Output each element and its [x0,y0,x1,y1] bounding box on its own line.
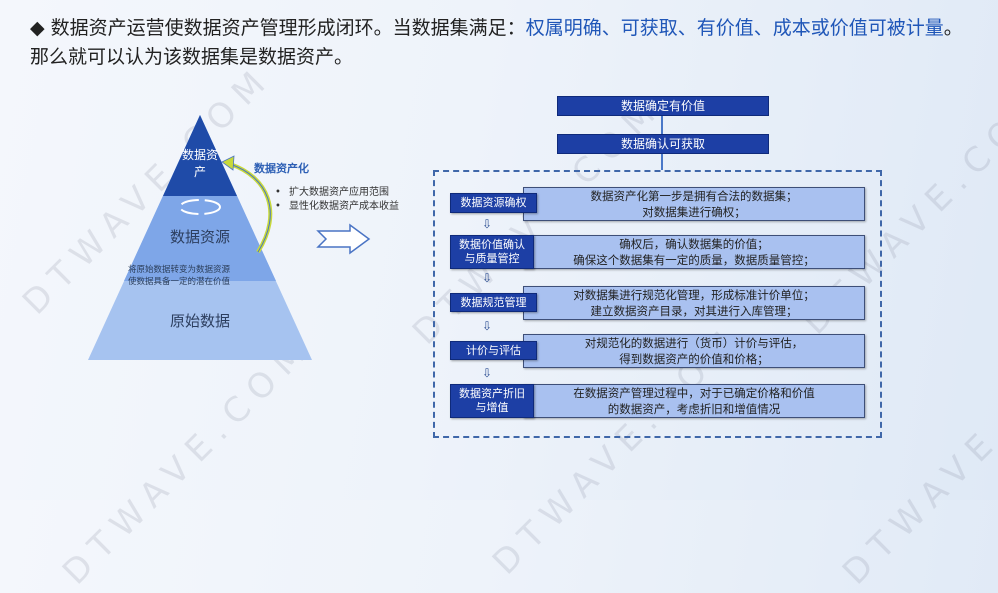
separator: 、 [601,17,621,39]
desc-line: 对数据集进行规范化管理，形成标准计价单位； [573,288,815,302]
flow-box-obtainable: 数据确认可获取 [557,134,769,154]
desc-line: 得到数据资产的价值和价格； [619,352,769,366]
flow-connector [661,116,663,134]
desc-line: 数据资产化第一步是拥有合法的数据集； [590,189,798,203]
step-value-quality: 数据价值确认与质量管控 [450,235,534,269]
right-arrow-icon [316,223,371,255]
desc-line: 对规范化的数据进行（货币）计价与评估， [584,336,804,350]
step-ownership: 数据资源确权 [450,193,537,213]
separator: 、 [677,17,697,39]
step-desc-1: 数据资产化第一步是拥有合法的数据集； 对数据集进行确权； [523,187,865,221]
assetization-bullet: 扩大数据资产应用范围 [289,187,389,198]
step-label: 数据资产折旧与增值 [459,387,525,414]
headline-text: 数据资产运营使数据资产管理形成闭环。当数据集满足： [50,17,526,39]
step-desc-4: 对规范化的数据进行（货币）计价与评估， 得到数据资产的价值和价格； [523,334,865,368]
flow-box-valuable: 数据确定有价值 [557,96,769,116]
assetization-label: 数据资产化 [254,162,309,175]
desc-line: 确权后，确认数据集的价值； [619,237,769,251]
pyramid-bullet: 将原始数据转变为数据资源 [128,265,231,275]
desc-line: 的数据资产，考虑折旧和增值情况 [607,402,781,416]
diamond-bullet-icon: ◆ [30,17,45,39]
step-pricing: 计价与评估 [450,341,537,360]
down-arrow-icon: ⇩ [482,217,493,231]
process-container [433,170,882,438]
step-desc-3: 对数据集进行规范化管理，形成标准计价单位； 建立数据资产目录，对其进行入库管理； [523,286,865,320]
assetization-bullet: 显性化数据资产成本收益 [289,201,399,212]
highlight-ownership: 权属明确 [525,17,602,39]
separator: 、 [753,17,773,39]
headline: ◆ 数据资产运营使数据资产管理形成闭环。当数据集满足：权属明确、可获取、有价值、… [30,14,970,72]
watermark: DTWAVE.COM [54,327,321,593]
step-standardization: 数据规范管理 [450,293,537,312]
pyramid-bottom-label: 原始数据 [169,312,230,330]
down-arrow-icon: ⇩ [482,366,493,380]
step-desc-2: 确权后，确认数据集的价值； 确保这个数据集有一定的质量，数据质量管控； [523,235,865,269]
assetization-bullets: •扩大数据资产应用范围 •显性化数据资产成本收益 [275,187,399,212]
highlight-valuable: 有价值 [696,17,754,39]
pyramid-top-label: 数据资产 [181,148,218,179]
pyramid-middle-bullets: 将原始数据转变为数据资源 使数据具备一定的潜在价值 [128,264,230,288]
highlight-obtainable: 可获取 [620,17,678,39]
flow-connector [661,154,663,170]
down-arrow-icon: ⇩ [482,271,493,285]
desc-line: 确保这个数据集有一定的质量，数据质量管控； [573,253,815,267]
desc-line: 建立数据资产目录，对其进行入库管理； [590,304,798,318]
desc-line: 在数据资产管理过程中，对于已确定价格和价值 [573,386,815,400]
step-label: 数据价值确认与质量管控 [459,238,525,265]
pyramid-middle-label: 数据资源 [169,228,230,246]
step-desc-5: 在数据资产管理过程中，对于已确定价格和价值 的数据资产，考虑折旧和增值情况 [523,384,865,418]
pyramid-diagram [88,115,312,360]
desc-line: 对数据集进行确权； [642,205,746,219]
curved-arrow-icon [221,155,273,254]
highlight-measurable: 成本或价值可被计量 [772,17,944,39]
headline-text-end: 。那么就可以认为该数据集是数据资产。 [30,17,963,68]
pyramid-bullet: 使数据具备一定的潜在价值 [128,277,231,287]
step-depreciation: 数据资产折旧与增值 [450,384,534,418]
down-arrow-icon: ⇩ [482,319,493,333]
